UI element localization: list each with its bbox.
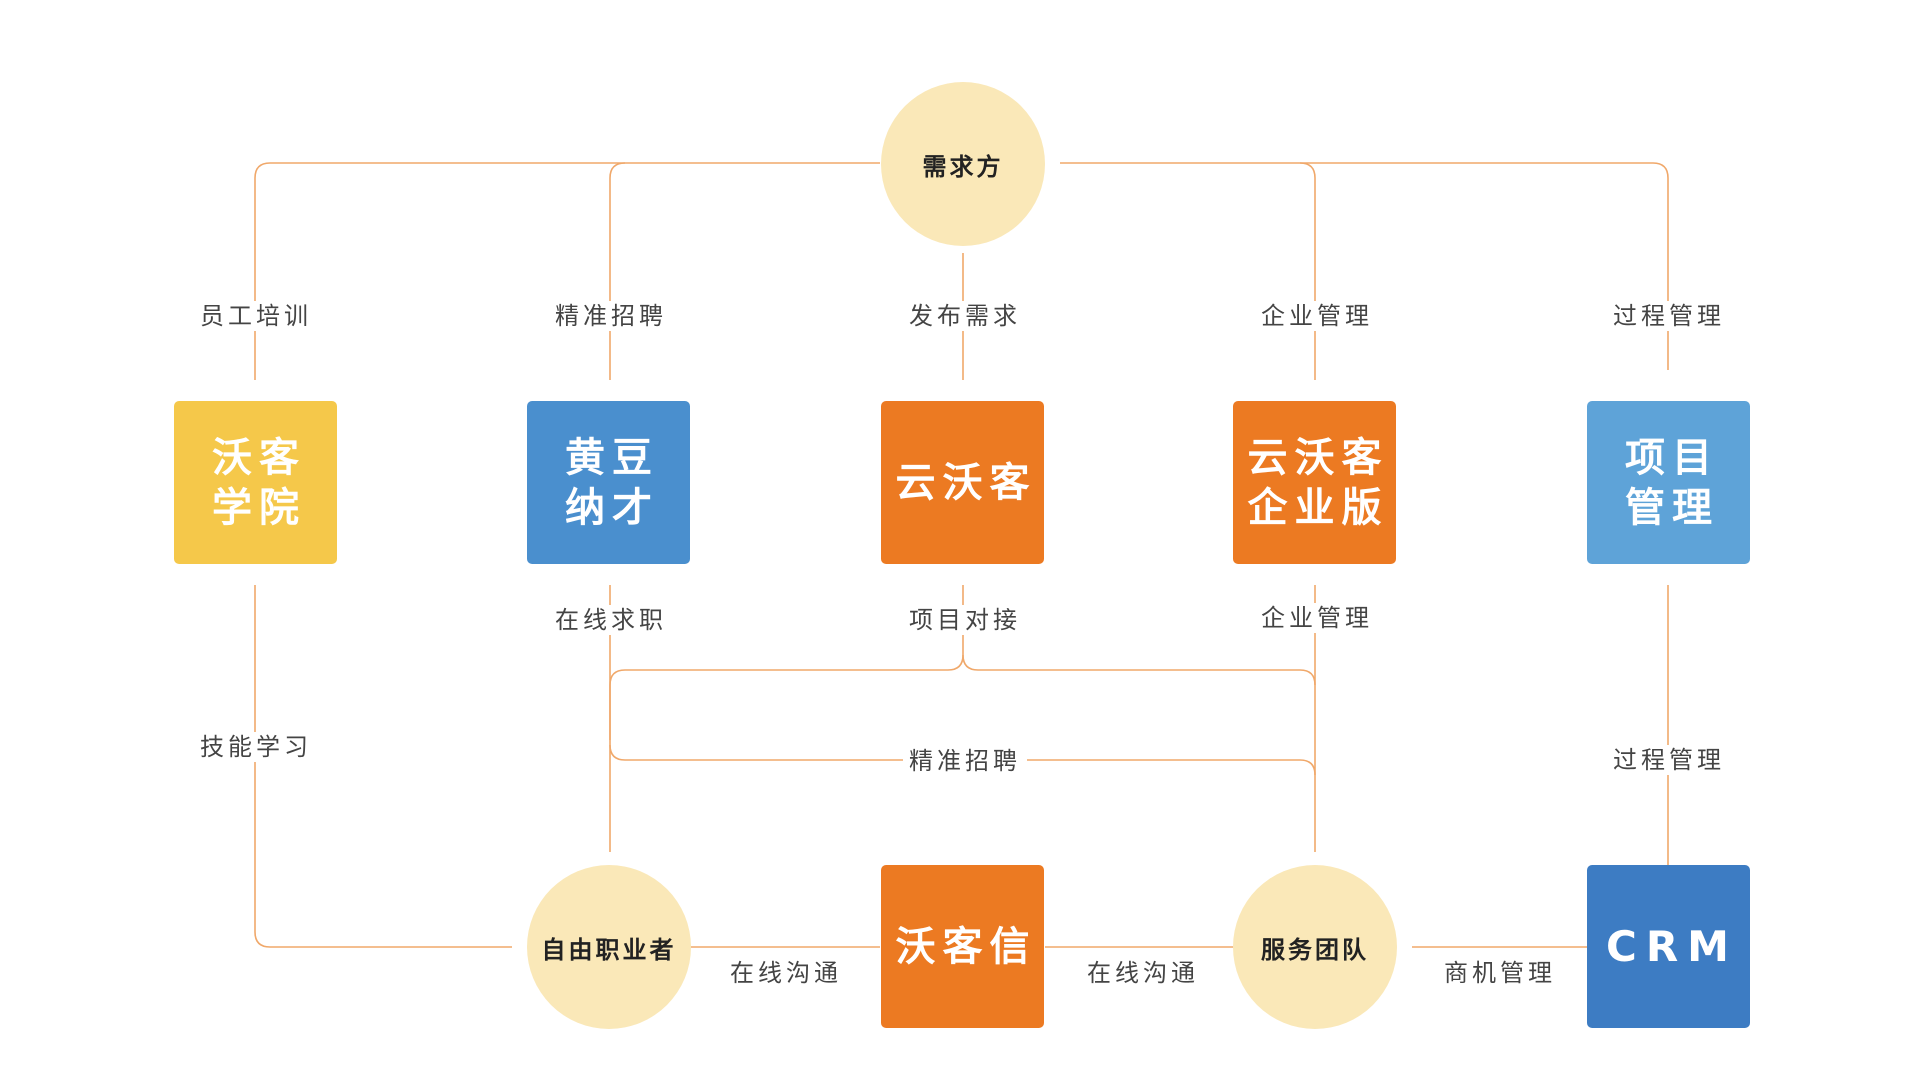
label-online-comm-left: 在线沟通	[724, 958, 848, 988]
node-service-team: 服务团队	[1233, 865, 1397, 1029]
node-freelancer: 自由职业者	[527, 865, 691, 1029]
label-process-mgmt-top: 过程管理	[1607, 301, 1731, 331]
node-wok-academy: 沃客 学院	[174, 401, 337, 564]
label-enterprise-mgmt-mid: 企业管理	[1255, 603, 1379, 633]
node-project-mgmt: 项目 管理	[1587, 401, 1750, 564]
label-skill-learning: 技能学习	[194, 732, 318, 762]
node-wokexin: 沃客信	[881, 865, 1044, 1028]
node-huangdou: 黄豆 纳才	[527, 401, 690, 564]
connector-academy-freelancer	[254, 585, 512, 948]
label-process-mgmt-bottom: 过程管理	[1607, 745, 1731, 775]
label-staff-training: 员工培训	[194, 301, 318, 331]
connector-top-enterprise	[1299, 162, 1316, 380]
node-demand-side: 需求方	[881, 82, 1045, 246]
connector-top-huangdou	[609, 162, 626, 380]
label-enterprise-mgmt-top: 企业管理	[1255, 301, 1379, 331]
label-project-docking: 项目对接	[903, 605, 1027, 635]
connector-project-docking-right	[962, 654, 1316, 686]
label-precise-recruit-mid: 精准招聘	[903, 746, 1027, 776]
node-crm: CRM	[1587, 865, 1750, 1028]
label-publish-demand: 发布需求	[903, 301, 1027, 331]
label-business-mgmt: 商机管理	[1438, 958, 1562, 988]
label-online-comm-right: 在线沟通	[1081, 958, 1205, 988]
label-online-job: 在线求职	[549, 605, 673, 635]
label-precise-recruit-top: 精准招聘	[549, 301, 673, 331]
connector-top-right	[1060, 162, 1669, 370]
connector-top-left	[254, 162, 880, 380]
connector-project-docking	[609, 585, 964, 740]
node-yunwoke-enterprise: 云沃客 企业版	[1233, 401, 1396, 564]
node-yunwoke: 云沃客	[881, 401, 1044, 564]
